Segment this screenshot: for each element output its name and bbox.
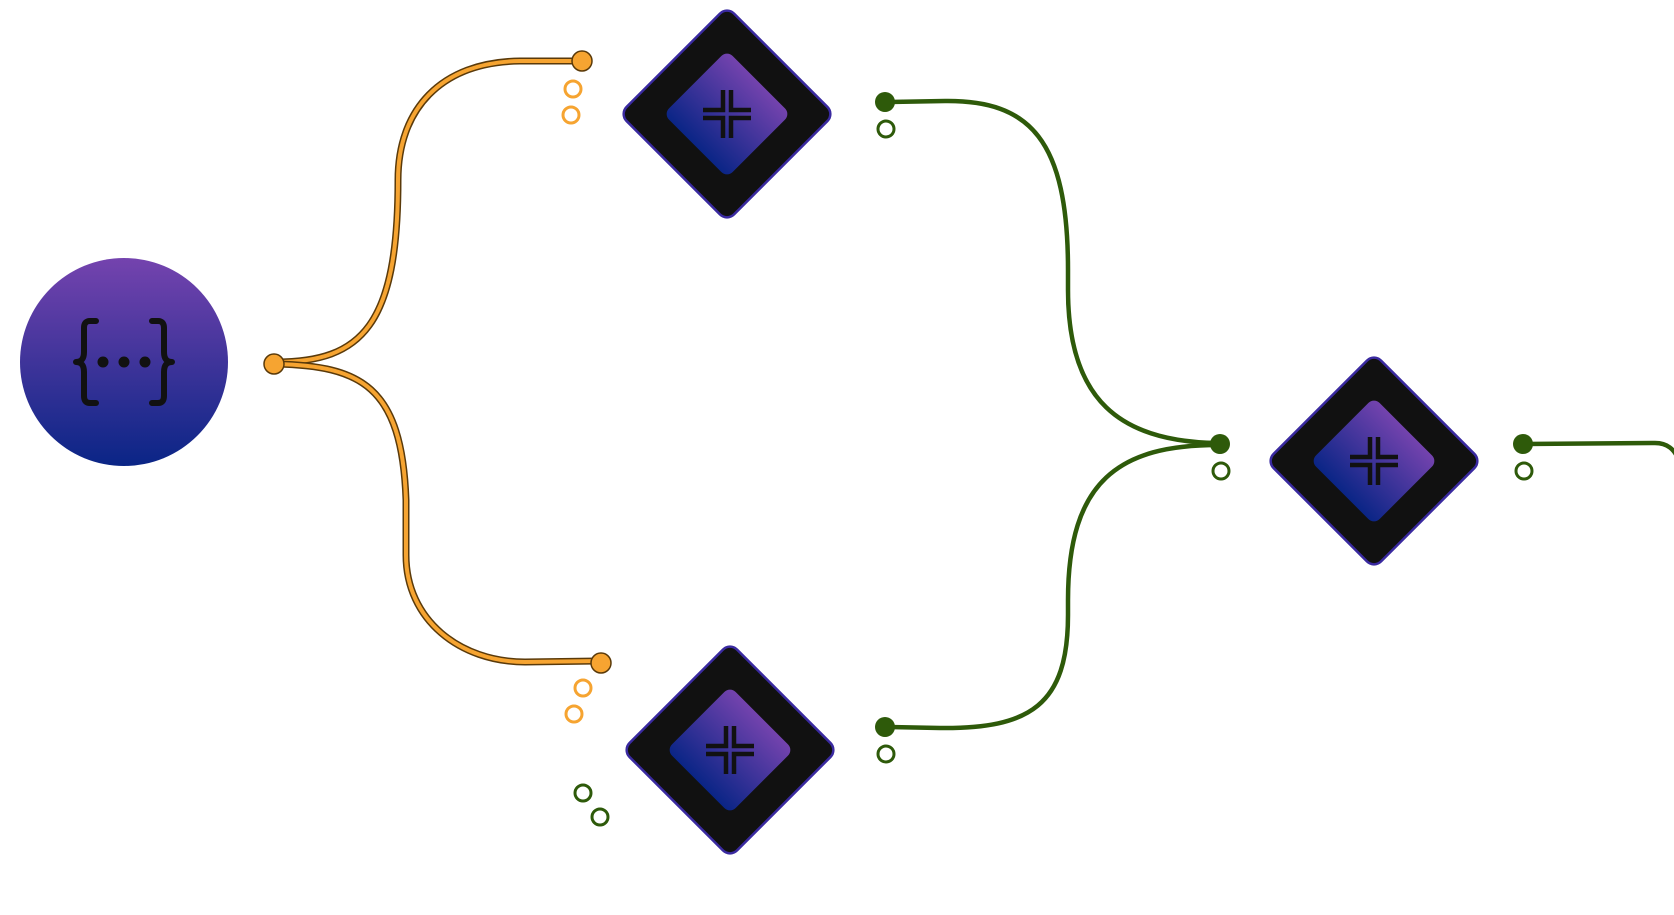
port-bottom-extra-slot[interactable] [590,807,610,827]
port-top-input[interactable] [571,50,593,72]
port-bottom-extra-slot[interactable] [573,783,593,803]
edge-start-to-top[interactable] [275,57,578,366]
port-right-input-slot[interactable] [1211,461,1231,481]
edge-right-to-offscreen[interactable] [1521,440,1674,458]
port-right-output-slot[interactable] [1514,461,1534,481]
port-bottom-output[interactable] [875,717,895,737]
port-right-output[interactable] [1513,434,1533,454]
port-bottom-input-slot[interactable] [573,678,593,698]
merge-node-right[interactable] [1267,354,1482,569]
port-top-input-slot[interactable] [561,105,581,125]
merge-node-bottom[interactable] [623,643,838,858]
port-bottom-output-slot[interactable] [876,744,896,764]
port-right-input[interactable] [1210,434,1230,454]
port-bottom-input-slot[interactable] [564,704,584,724]
edge-top-to-right[interactable] [885,98,1219,446]
edge-start-to-bottom[interactable] [275,360,599,666]
port-bottom-input[interactable] [590,652,612,674]
braces-ellipsis-icon [73,318,175,406]
merge-node-top[interactable] [620,7,835,222]
port-top-output[interactable] [875,92,895,112]
port-top-input-slot[interactable] [563,79,583,99]
port-start-output[interactable] [263,353,285,375]
port-top-output-slot[interactable] [876,119,896,139]
edge-bottom-to-right[interactable] [885,442,1219,731]
start-node[interactable] [20,258,228,466]
